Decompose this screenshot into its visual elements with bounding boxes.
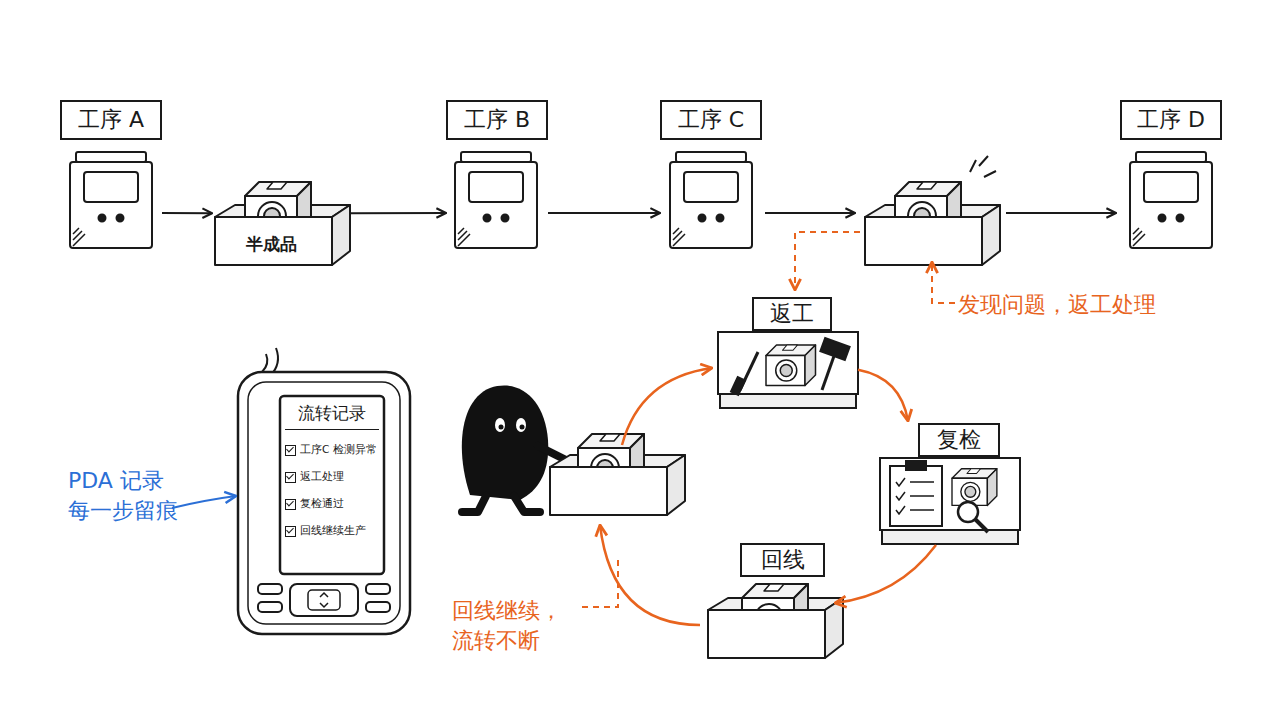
pda-device [248,382,400,624]
dashed-leader [932,262,955,303]
station-node: 返工 [718,295,858,410]
checkbox-icon [285,526,296,537]
checkbox-icon [285,445,296,456]
rework-table [718,332,858,408]
record-text: 复检通过 [300,497,344,511]
rework-table [731,377,745,395]
record-row: 返工处理 [285,470,379,484]
station-node: 工序 A [60,100,162,250]
station-label: 回线 [740,543,825,577]
station-node: 工序 C [660,100,762,250]
pda-device [258,584,282,594]
tray-front [708,598,843,658]
annotation-text: 回线继续， 流转不断 [452,596,568,656]
pda-device [258,602,282,612]
station-node: 工序 D [1120,100,1222,250]
record-row: 复检通过 [285,497,379,511]
flow-arrow [162,212,212,214]
line-arrows [765,212,1116,214]
part-icon [952,469,997,506]
annotation-text: 发现问题，返工处理 [958,290,1198,320]
station-node: 回线 [705,543,835,663]
return-tray [708,584,843,658]
pda-device [320,593,328,607]
tray-with-part [865,156,1000,265]
station-node: 工序 B [446,100,548,250]
flow-arrow [858,370,908,421]
worker-character [520,425,525,430]
pda-device [238,348,410,634]
worker-character [495,418,505,432]
station-node: 复检 [880,421,1020,545]
cycle-arcs [600,368,712,625]
flow-arrow [548,212,660,214]
pda-device [290,584,358,616]
machine-icon [1130,152,1212,248]
flow-arrow [765,212,855,214]
record-row: 回线继续生产 [285,524,379,538]
tray-front [550,455,685,515]
inspect-table [882,530,1018,544]
pointer-arrow [172,496,236,508]
checkbox-icon [285,472,296,483]
part-icon [766,345,816,386]
worker-character [462,496,540,512]
flow-arrow [350,212,446,214]
station-label: 返工 [752,297,832,331]
machine-icon [70,152,152,248]
flow-arrow [835,545,936,603]
record-text: 工序C 检测异常 [300,443,377,457]
machine-icon [455,152,537,248]
pda-device [238,372,410,634]
worker-character [538,446,566,460]
worker-character [499,425,504,430]
pda-device [366,602,390,612]
flow-arrow [1006,212,1116,214]
worker-character [462,386,685,515]
worker-character [516,418,526,432]
inspect-table [880,458,1020,544]
tray-label: 半成品 [212,233,330,256]
dashed-leader [795,232,860,290]
station-label: 工序 B [446,100,548,140]
pda-device [308,590,340,610]
checkbox-icon [285,499,296,510]
pda-device [280,396,384,574]
pda-device [366,584,390,594]
dashed-leader [582,556,618,607]
machine-icon [670,152,752,248]
pda-screen: 流转记录工序C 检测异常返工处理复检通过回线继续生产 [280,396,384,574]
station-label: 工序 C [660,100,762,140]
rework-table [718,332,858,394]
inspect-table [896,478,934,514]
record-row: 工序C 检测异常 [285,443,379,457]
rework-dashes [582,232,955,607]
tray-node: 半成品 [212,195,350,268]
annotation-text: PDA 记录 每一步留痕 [68,466,186,525]
rework-table [820,338,849,360]
inspect-table [890,466,942,526]
alert-sparkle [970,156,996,177]
record-text: 返工处理 [300,470,344,484]
record-text: 回线继续生产 [300,524,366,538]
cycle-arrow [600,525,700,625]
worker-character [462,386,548,500]
screen-title: 流转记录 [285,402,379,430]
station-label: 工序 A [60,100,162,140]
tray-front [865,205,1000,265]
inspect-table [906,461,926,470]
inspect-table [975,519,988,532]
station-label: 复检 [918,423,1000,457]
rework-table [822,356,834,390]
cycle-arrow [622,368,712,445]
rework-table [720,394,856,408]
station-label: 工序 D [1120,100,1222,140]
inspect-table [880,458,1020,530]
